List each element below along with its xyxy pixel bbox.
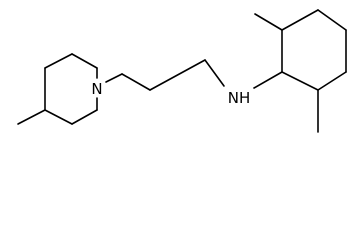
bond-c6-to-c1 — [281, 71, 319, 91]
bond-c2-to-c3 — [44, 53, 73, 69]
bond-c5-to-c6 — [71, 109, 98, 125]
atom-label-n-piperidine: N — [91, 80, 102, 98]
bond-cb-to-cc — [149, 59, 206, 91]
cyclohexane-ring — [253, 9, 347, 133]
bond-ca-to-cb — [121, 73, 151, 91]
propyl-linker — [105, 59, 225, 91]
bond-n-to-ca — [105, 73, 123, 83]
bond-n-to-c2 — [71, 53, 98, 69]
bond-c5-to-c6 — [317, 71, 347, 91]
piperidine-ring — [17, 53, 98, 125]
bond-c2-to-c3 — [281, 9, 319, 31]
bond-methyl-4 — [17, 109, 46, 125]
atom-label-nh: NH — [228, 89, 251, 107]
bond-c4-to-c5 — [44, 109, 73, 125]
bond-cc-to-nh — [204, 59, 225, 87]
bond-methyl-upper — [254, 13, 283, 31]
bond-c3-to-c4 — [317, 9, 347, 31]
bond-nh-to-c1 — [253, 71, 283, 89]
molecule-structure: N NH — [17, 9, 347, 133]
